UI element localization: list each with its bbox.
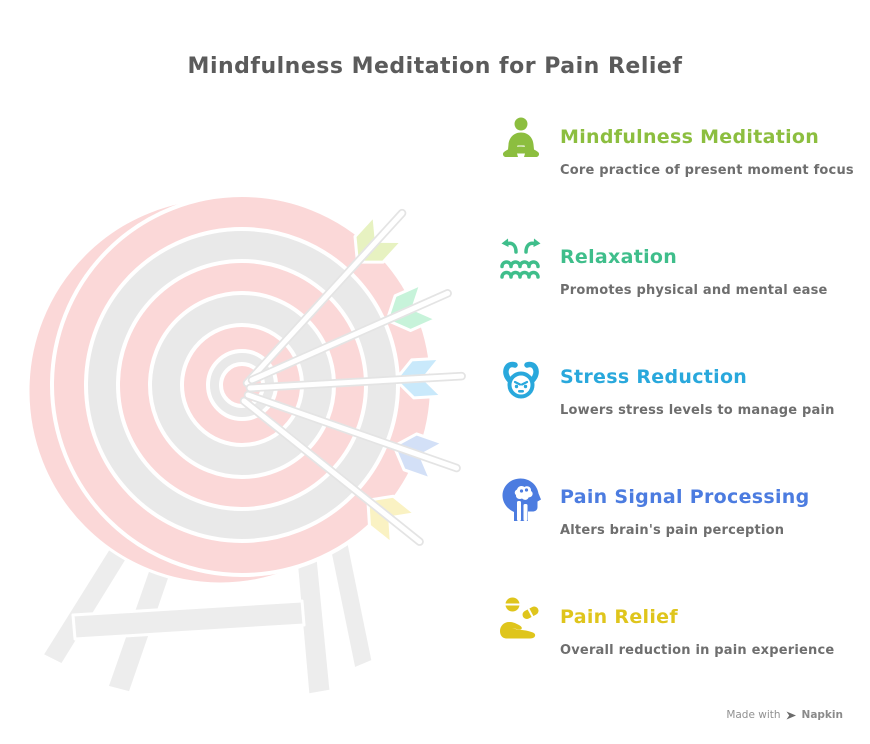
relaxation-waves-icon [497,235,545,283]
arrow-relaxation [247,282,452,385]
arrow-shaft [247,373,465,391]
arrow-mindfulness [242,208,407,388]
item-subtitle: Promotes physical and mental ease [560,282,828,298]
item-subtitle: Alters brain's pain perception [560,522,785,538]
list-item: Mindfulness Meditation Core practice of … [497,113,867,178]
napkin-watermark[interactable]: Made with Napkin [726,709,843,721]
item-title: Stress Reduction [560,366,748,388]
list-item: Pain Signal Processing Alters brain's pa… [497,473,867,538]
arrow-shaft [244,210,405,386]
list-item: Relaxation Promotes physical and mental … [497,233,867,298]
arrow-pain-signal [243,390,461,481]
arrow-shaft [245,392,460,471]
item-subtitle: Lowers stress levels to manage pain [560,402,835,418]
arrow-shaft [241,398,423,545]
watermark-prefix: Made with [726,709,781,721]
napkin-logo-icon [786,710,797,721]
arrow-shaft [249,290,451,383]
target-illustration [26,193,466,697]
hand-pill-icon [497,595,545,643]
list-item: Stress Reduction Lowers stress levels to… [497,353,867,418]
list-item: Pain Relief Overall reduction in pain ex… [497,593,867,658]
item-title: Mindfulness Meditation [560,126,820,148]
item-subtitle: Overall reduction in pain experience [560,642,835,658]
arrow-pain-relief [239,396,424,546]
item-title: Pain Signal Processing [560,486,810,508]
watermark-brand: Napkin [801,709,843,721]
page-title: Mindfulness Meditation for Pain Relief [187,54,683,79]
stand-crossbar [71,599,306,641]
item-title: Relaxation [560,246,678,268]
item-subtitle: Core practice of present moment focus [560,162,854,178]
arrow-stress-reduction [245,356,466,400]
brain-head-icon [497,475,545,523]
meditation-person-icon [497,115,545,163]
stressed-face-icon [497,355,545,403]
item-title: Pain Relief [560,606,678,628]
